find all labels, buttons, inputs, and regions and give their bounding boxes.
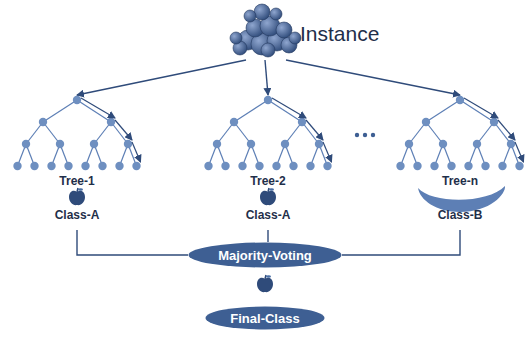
- apple-icon: [257, 275, 273, 292]
- ellipse-node: Final-Class: [205, 306, 325, 330]
- tree-drawings: [13, 96, 523, 170]
- ellipse-label: Majority-Voting: [218, 248, 312, 263]
- instance-arrow: [286, 60, 460, 95]
- ellipse-node: Majority-Voting: [188, 242, 342, 268]
- tree-label: Tree-n: [442, 174, 478, 188]
- tree-label: Tree-2: [250, 174, 285, 188]
- vote-line: [77, 230, 188, 255]
- tree-node: Tree-2Class-A: [200, 94, 336, 230]
- tree-label: Tree-1: [59, 174, 94, 188]
- apple-icon: [69, 188, 85, 205]
- ellipse-label: Final-Class: [230, 311, 299, 326]
- tree-node: Tree-1Class-A: [9, 94, 145, 230]
- vote-line: [267, 230, 268, 242]
- class-label: Class-B: [438, 208, 483, 222]
- instance-arrow: [265, 60, 268, 95]
- fruit-pile: [230, 4, 301, 57]
- instance-label: Instance: [300, 22, 379, 46]
- tree-node: Tree-nClass-B: [392, 94, 525, 230]
- apple-icon: [260, 188, 276, 205]
- class-label: Class-A: [246, 208, 291, 222]
- instance-arrow: [77, 60, 246, 95]
- class-label: Class-A: [55, 208, 100, 222]
- instance-node: Instance: [228, 2, 386, 60]
- vote-line: [342, 230, 460, 255]
- ellipsis-dots: [355, 133, 375, 137]
